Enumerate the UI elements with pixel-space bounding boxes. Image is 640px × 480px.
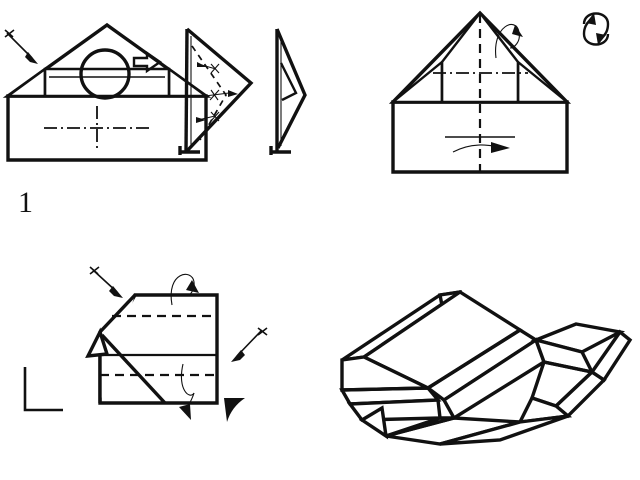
step-1-drawing [2, 22, 307, 162]
step-2-front-view [388, 10, 572, 174]
step-4-panel: 4 [320, 240, 640, 480]
step-3-front-view [85, 293, 219, 405]
inner-left-triangle [4, 66, 47, 98]
solid-triangle-arrow [224, 398, 245, 422]
step-4-drawing [339, 289, 633, 446]
right-lower-strip-hatched [553, 369, 607, 419]
horizontal-fold-arrow [452, 142, 510, 153]
inner-right-triangle [516, 59, 571, 104]
diagonal-crease [100, 333, 167, 405]
curved-fold-arrow-bottom [179, 363, 195, 420]
step-1-side-view-folded [269, 28, 307, 155]
tail-underside [439, 414, 569, 446]
step-1-panel: 1 [0, 0, 320, 240]
push-arrow-right [231, 327, 268, 362]
step-2-drawing [388, 10, 610, 174]
step-3-panel: 90° 3 [0, 240, 320, 480]
push-arrow-upper-left [4, 29, 38, 64]
step-1-number: 1 [18, 186, 33, 219]
nose-wedge [385, 416, 455, 438]
right-angle-marker [23, 367, 63, 412]
magnify-circle [79, 48, 131, 100]
curved-fold-arrow-top [495, 23, 523, 59]
step-1-front-view [2, 22, 212, 162]
step-4-perspective-view [339, 289, 633, 446]
left-nose-tip [358, 405, 389, 440]
inner-left-triangle [389, 59, 444, 104]
left-protruding-flap [85, 327, 110, 359]
left-underside [346, 398, 442, 422]
curved-fold-arrow-top [170, 273, 199, 306]
step-3-drawing [23, 266, 268, 422]
rotate-over-symbol [582, 12, 610, 46]
step-1-side-view-open [178, 27, 254, 155]
push-arrow-upper-left [89, 266, 123, 298]
center-flap [43, 67, 171, 98]
hollow-expand-arrow [132, 50, 163, 74]
step-2-panel: 2 [320, 0, 640, 240]
